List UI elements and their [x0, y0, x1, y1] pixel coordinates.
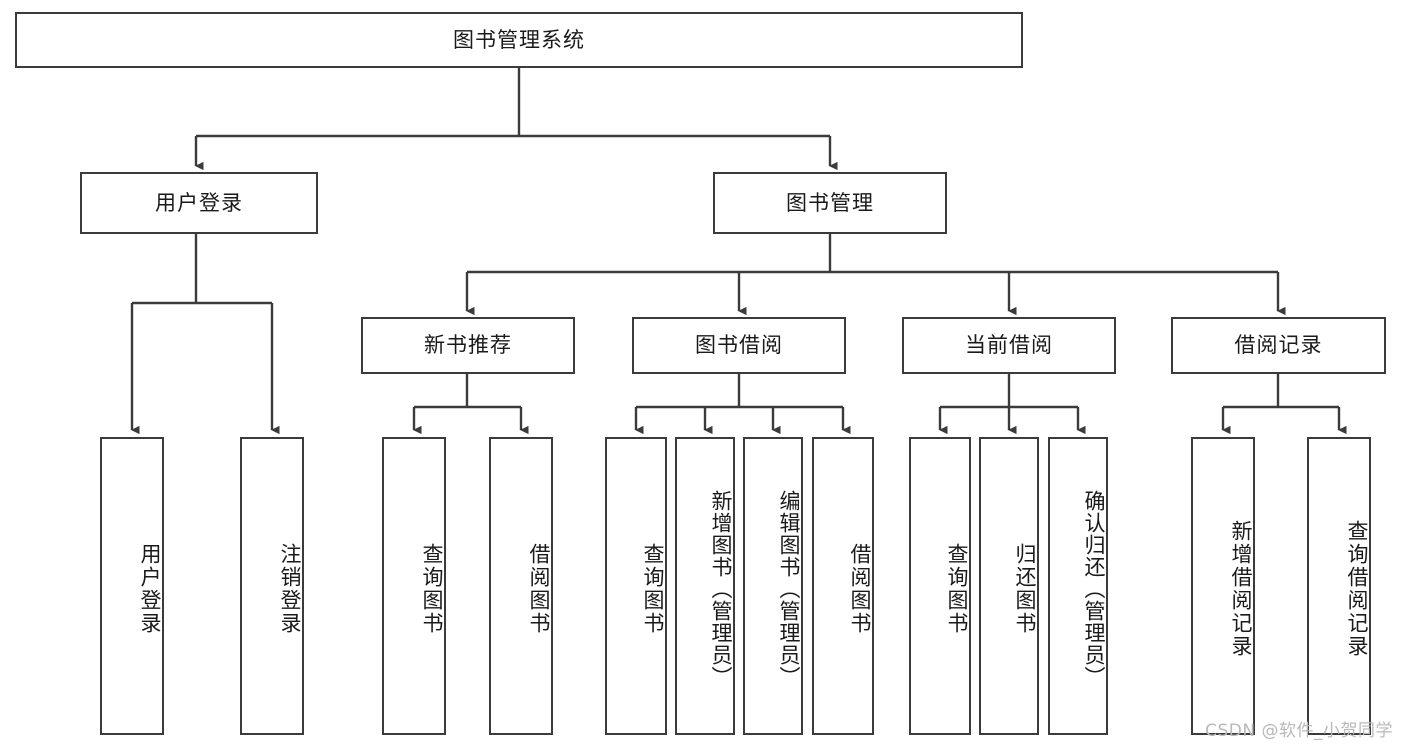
node-book-borrow-label: 图书借阅	[695, 333, 783, 358]
node-book-manage-label: 图书管理	[786, 190, 874, 215]
node-borrow-record[interactable]: 借阅记录	[1171, 317, 1386, 374]
node-leaf-confirm-return[interactable]: 确认归还（管理员）	[1048, 437, 1108, 735]
node-leaf-query-book-1[interactable]: 查询图书	[382, 437, 446, 735]
node-leaf-user-logout-label: 注销登录	[278, 543, 302, 635]
node-new-book-recommend-label: 新书推荐	[424, 333, 512, 358]
node-current-borrow[interactable]: 当前借阅	[902, 317, 1116, 374]
node-leaf-confirm-return-label: 确认归还（管理员）	[1082, 490, 1106, 688]
node-leaf-user-logout[interactable]: 注销登录	[240, 437, 304, 735]
node-leaf-add-record[interactable]: 新增借阅记录	[1191, 437, 1255, 735]
node-leaf-return-book-label: 归还图书	[1013, 543, 1037, 635]
node-leaf-return-book[interactable]: 归还图书	[979, 437, 1039, 735]
node-root[interactable]: 图书管理系统	[15, 12, 1023, 68]
node-leaf-user-login-label: 用户登录	[138, 543, 162, 635]
csdn-watermark: CSDN @软件_小贺同学	[1205, 721, 1393, 741]
node-leaf-add-record-label: 新增借阅记录	[1229, 520, 1253, 658]
node-book-manage[interactable]: 图书管理	[713, 172, 947, 234]
node-leaf-edit-book-label: 编辑图书（管理员）	[777, 490, 801, 688]
node-leaf-query-book-3-label: 查询图书	[945, 543, 969, 635]
node-leaf-borrow-book-1-label: 借阅图书	[527, 543, 551, 635]
node-leaf-add-book[interactable]: 新增图书（管理员）	[675, 437, 735, 735]
node-leaf-query-record-label: 查询借阅记录	[1345, 520, 1369, 658]
node-user-login-label: 用户登录	[155, 190, 243, 215]
node-leaf-query-book-1-label: 查询图书	[420, 543, 444, 635]
node-leaf-add-book-label: 新增图书（管理员）	[709, 490, 733, 688]
node-leaf-borrow-book-2[interactable]: 借阅图书	[812, 437, 874, 735]
node-leaf-query-book-2[interactable]: 查询图书	[605, 437, 667, 735]
node-new-book-recommend[interactable]: 新书推荐	[361, 317, 575, 374]
node-leaf-query-book-3[interactable]: 查询图书	[909, 437, 971, 735]
node-book-borrow[interactable]: 图书借阅	[632, 317, 846, 374]
node-leaf-borrow-book-2-label: 借阅图书	[848, 543, 872, 635]
node-leaf-user-login[interactable]: 用户登录	[100, 437, 164, 735]
node-current-borrow-label: 当前借阅	[965, 333, 1053, 358]
node-leaf-borrow-book-1[interactable]: 借阅图书	[489, 437, 553, 735]
node-leaf-query-book-2-label: 查询图书	[641, 543, 665, 635]
node-root-label: 图书管理系统	[453, 27, 585, 52]
node-borrow-record-label: 借阅记录	[1234, 333, 1323, 358]
node-user-login[interactable]: 用户登录	[80, 172, 318, 234]
node-leaf-edit-book[interactable]: 编辑图书（管理员）	[743, 437, 803, 735]
node-leaf-query-record[interactable]: 查询借阅记录	[1307, 437, 1371, 735]
